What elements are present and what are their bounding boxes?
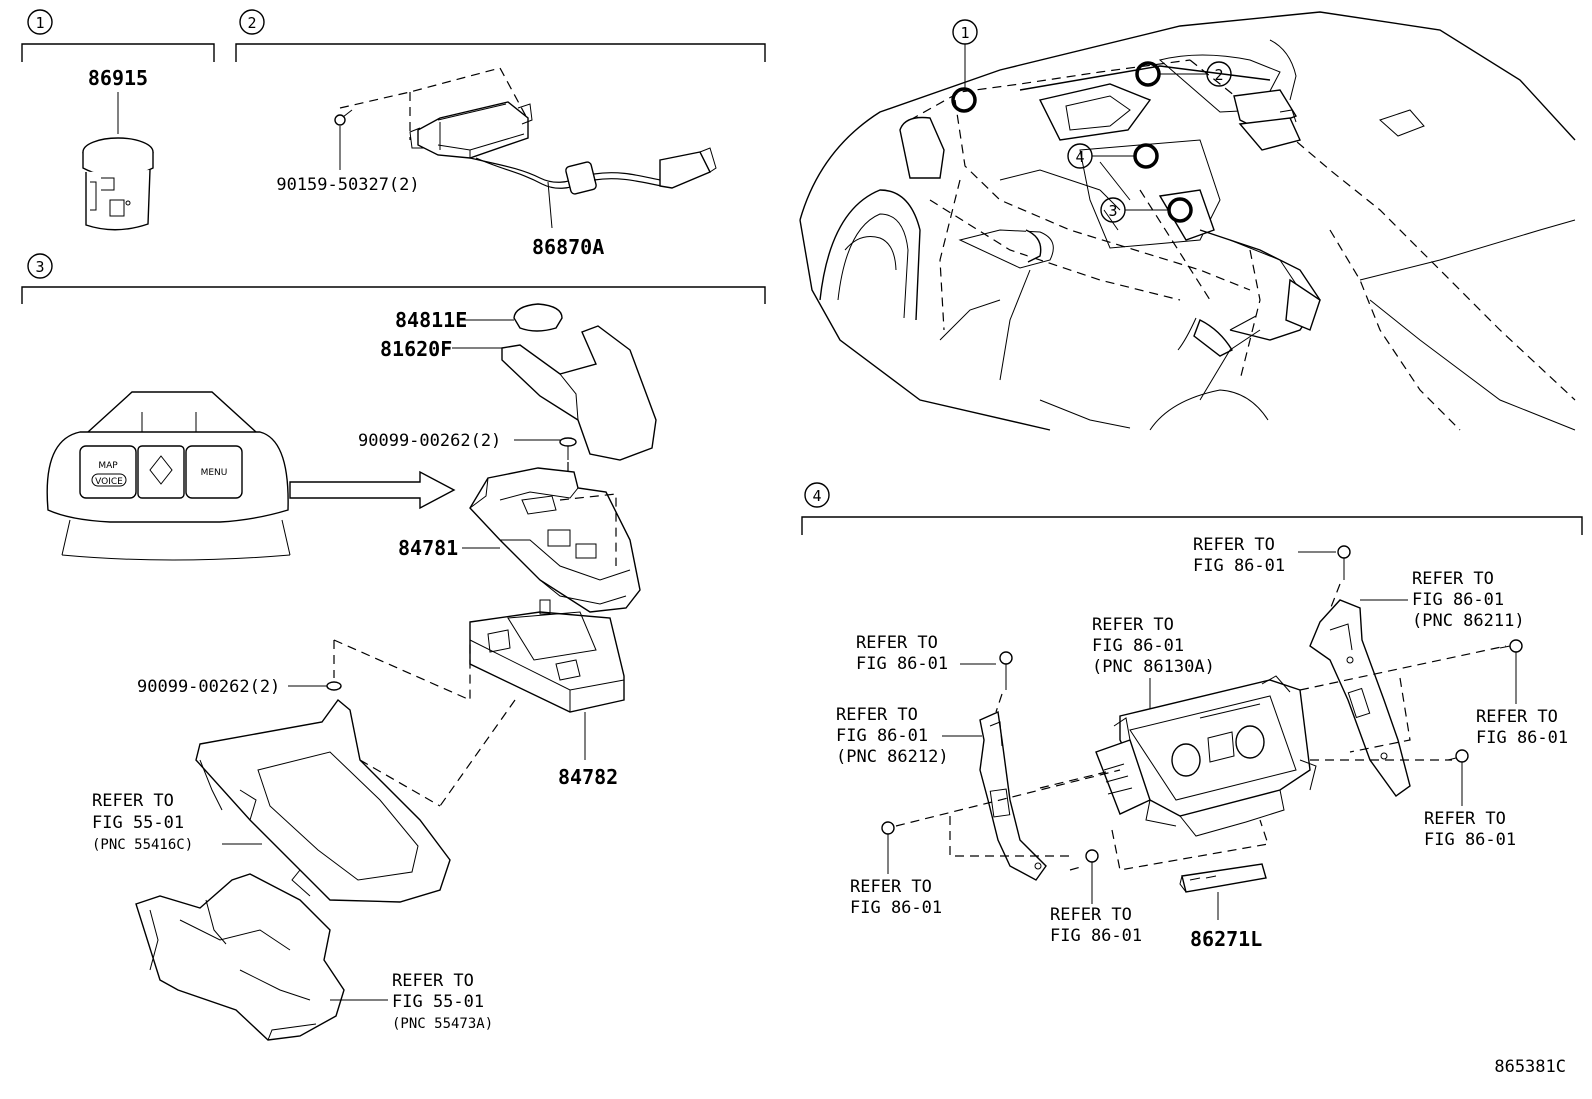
ref-86-01-left-line-1: REFER TO — [856, 633, 938, 653]
ref-86-01-86212-line-3: (PNC 86212) — [836, 747, 949, 767]
section-2-header: 2 — [235, 9, 766, 62]
section-3-header: 3 — [21, 253, 766, 304]
part-number-81620F: 81620F — [380, 337, 452, 361]
center-panel-assembly — [1095, 675, 1317, 837]
menu-label: MENU — [201, 468, 228, 478]
ref-86-01-right-line-1: REFER TO — [1476, 707, 1558, 727]
part-number-86915: 86915 — [88, 66, 148, 90]
callout-4-marker — [1133, 143, 1159, 169]
part-90099-00262-a: 90099-00262(2) — [358, 431, 577, 492]
ref-86-01-86211-line-2: FIG 86-01 — [1412, 590, 1504, 610]
ref-86-01-bmid-line-1: REFER TO — [1050, 905, 1132, 925]
ref-55-01-a: REFER TO FIG 55-01 (PNC 55416C) — [92, 791, 262, 853]
ref-86-01-left-line-2: FIG 86-01 — [856, 654, 948, 674]
assembly-dash-lines — [895, 645, 1507, 871]
figure-id: 865381C — [1494, 1057, 1566, 1077]
part-number-86870A: 86870A — [532, 235, 604, 259]
section-4-header: 4 — [801, 482, 1583, 535]
ref-55-01-a-line-1: REFER TO — [92, 791, 174, 811]
console-lower-bracket — [135, 873, 345, 1041]
callout-4-label: 4 — [1075, 148, 1084, 166]
ref-86-01-86211-line-3: (PNC 86211) — [1412, 611, 1525, 631]
ref-86-01-blow-line-2: FIG 86-01 — [850, 898, 942, 918]
ref-86-01-86130A-line-2: FIG 86-01 — [1092, 636, 1184, 656]
ref-86-01-right: REFER TO FIG 86-01 — [1476, 639, 1568, 748]
vehicle-interior-view — [799, 11, 1576, 431]
ref-86-01-86130A-line-1: REFER TO — [1092, 615, 1174, 635]
section-2-number: 2 — [247, 14, 256, 32]
part-90099-00262-b: 90099-00262(2) — [137, 639, 516, 807]
ref-86-01-right-line-2: FIG 86-01 — [1476, 728, 1568, 748]
direction-pad — [137, 445, 185, 499]
ref-55-01-b: REFER TO FIG 55-01 (PNC 55473A) — [330, 971, 493, 1032]
steering-switch-inset: MAP VOICE MENU — [46, 391, 456, 561]
part-number-86271L: 86271L — [1190, 927, 1262, 951]
map-label: MAP — [98, 461, 118, 471]
part-number-90099-00262-b: 90099-00262(2) — [137, 677, 280, 697]
ref-86-01-86211-line-1: REFER TO — [1412, 569, 1494, 589]
vehicle-callouts: 1 2 3 4 — [951, 19, 1232, 223]
ref-86-01-bottom-left: REFER TO FIG 86-01 — [850, 821, 942, 918]
ref-86-01-86212-line-2: FIG 86-01 — [836, 726, 928, 746]
ref-86-01-top-line-2: FIG 86-01 — [1193, 556, 1285, 576]
arrow-right-icon — [289, 470, 456, 510]
part-86915: 86915 — [82, 66, 154, 231]
ref-86-01-86212-line-1: REFER TO — [836, 705, 918, 725]
shift-bezel — [195, 698, 451, 903]
ref-86-01-pnc-86212: REFER TO FIG 86-01 (PNC 86212) — [836, 705, 982, 767]
ref-55-01-a-line-2: FIG 55-01 — [92, 813, 184, 833]
part-81620F: 81620F — [380, 325, 657, 461]
ref-86-01-bottom-mid: REFER TO FIG 86-01 — [1050, 849, 1142, 946]
callout-1-marker — [951, 87, 977, 113]
ref-86-01-top: REFER TO FIG 86-01 — [1193, 535, 1351, 621]
part-number-84782: 84782 — [558, 765, 618, 789]
ref-86-01-bmid-line-2: FIG 86-01 — [1050, 926, 1142, 946]
ref-55-01-a-line-3: (PNC 55416C) — [92, 837, 193, 853]
section-1-header: 1 — [21, 9, 215, 62]
voice-label: VOICE — [95, 477, 123, 487]
part-84811E: 84811E — [395, 303, 563, 332]
callout-2-marker — [1135, 61, 1161, 87]
ref-86-01-pnc-86211: REFER TO FIG 86-01 (PNC 86211) — [1360, 569, 1525, 631]
part-84782: 84782 — [469, 599, 625, 789]
menu-button — [185, 445, 243, 499]
callout-3-marker — [1167, 197, 1193, 223]
callout-2-label: 2 — [1214, 66, 1223, 84]
part-86271L: 86271L — [1179, 863, 1267, 951]
ref-86-01-blow-line-1: REFER TO — [850, 877, 932, 897]
ref-86-01-left: REFER TO FIG 86-01 — [856, 633, 1013, 713]
ref-55-01-b-line-2: FIG 55-01 — [392, 992, 484, 1012]
ref-86-01-86130A-line-3: (PNC 86130A) — [1092, 657, 1215, 677]
part-84781: 84781 — [398, 467, 641, 613]
bracket-left — [979, 710, 1047, 881]
part-number-90099-00262-a: 90099-00262(2) — [358, 431, 501, 451]
ref-86-01-right-lower: REFER TO FIG 86-01 — [1424, 749, 1516, 850]
ref-86-01-pnc-86130A: REFER TO FIG 86-01 (PNC 86130A) — [1092, 615, 1215, 728]
part-number-84781: 84781 — [398, 536, 458, 560]
ref-86-01-top-line-1: REFER TO — [1193, 535, 1275, 555]
part-number-90159-50327: 90159-50327(2) — [276, 175, 419, 195]
section-1-number: 1 — [35, 14, 44, 32]
section-3-number: 3 — [35, 258, 44, 276]
ref-55-01-b-line-1: REFER TO — [392, 971, 474, 991]
ref-55-01-b-line-3: (PNC 55473A) — [392, 1016, 493, 1032]
part-86870A: 90159-50327(2) 86870A — [276, 67, 717, 259]
bracket-right — [1309, 599, 1411, 797]
ref-86-01-rlow-line-1: REFER TO — [1424, 809, 1506, 829]
map-voice-button — [79, 445, 137, 499]
callout-3-label: 3 — [1108, 202, 1117, 220]
part-number-84811E: 84811E — [395, 308, 467, 332]
callout-1-label: 1 — [960, 24, 969, 42]
section-4-number: 4 — [812, 487, 821, 505]
ref-86-01-rlow-line-2: FIG 86-01 — [1424, 830, 1516, 850]
